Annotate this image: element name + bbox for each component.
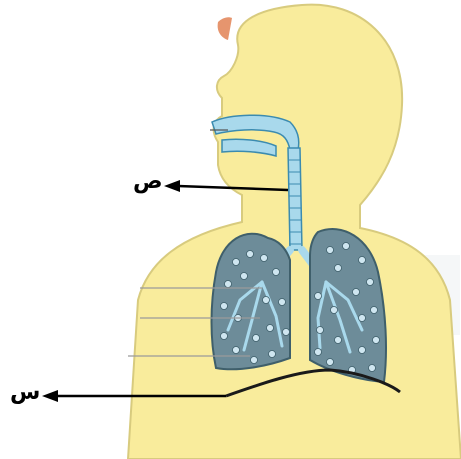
- label-diaphragm: س: [10, 382, 40, 404]
- hair: [218, 17, 232, 40]
- label-trachea: ص: [133, 171, 163, 193]
- trachea: [288, 148, 302, 250]
